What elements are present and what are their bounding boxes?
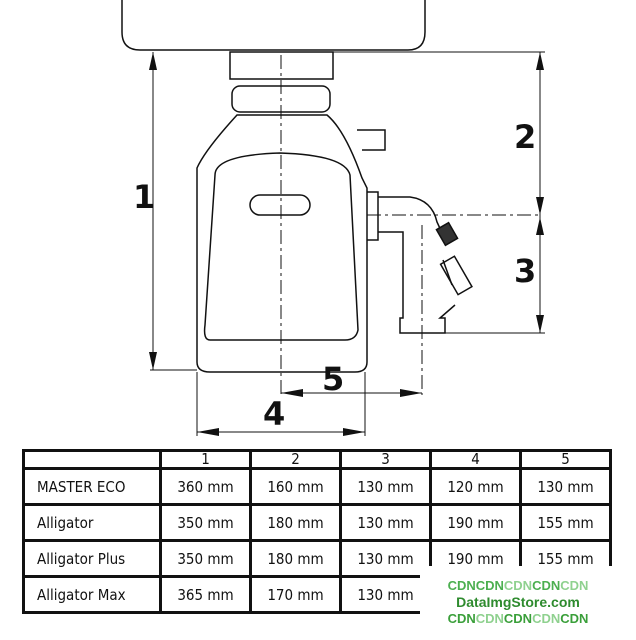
- column-header: 4: [429, 449, 522, 470]
- column-header: 3: [339, 449, 432, 470]
- dimension-lines: [150, 51, 545, 436]
- table-row: MASTER ECO 360 mm 160 mm 130 mm 120 mm 1…: [22, 467, 612, 506]
- outlet-cap: [439, 255, 473, 296]
- watermark-text: CDN: [560, 578, 589, 593]
- disposer-body: [196, 114, 368, 373]
- dimension-label-1: 1: [133, 178, 155, 216]
- cell: 180 mm: [249, 503, 342, 542]
- outlet-elbow: [367, 191, 456, 334]
- cell: 170 mm: [249, 575, 342, 614]
- sink-flange: [229, 51, 334, 80]
- cell: 160 mm: [249, 467, 342, 506]
- cell: 130 mm: [519, 467, 612, 506]
- body-badge: [249, 194, 311, 216]
- column-header: [22, 449, 162, 470]
- watermark-text: CDN: [447, 611, 476, 626]
- cell: 120 mm: [429, 467, 522, 506]
- sink: [121, 0, 426, 51]
- model-name: Alligator Max: [22, 575, 162, 614]
- model-name: Alligator: [22, 503, 162, 542]
- cell: 365 mm: [159, 575, 252, 614]
- body-panel: [203, 152, 359, 341]
- cell: 350 mm: [159, 539, 252, 578]
- dimension-label-4: 4: [263, 395, 285, 433]
- outlet-plug: [435, 221, 459, 247]
- watermark-text: CDN: [475, 611, 504, 626]
- dimension-label-3: 3: [514, 252, 536, 290]
- watermark-text: CDN: [560, 611, 589, 626]
- watermark-line: CDNCDNCDNCDNCDN: [420, 578, 616, 593]
- column-header: 2: [249, 449, 342, 470]
- cell: 190 mm: [429, 503, 522, 542]
- watermark-text: CDN: [532, 578, 561, 593]
- dimension-label-2: 2: [514, 118, 536, 156]
- model-name: MASTER ECO: [22, 467, 162, 506]
- cell: 130 mm: [339, 575, 432, 614]
- watermark-text: CDN: [447, 578, 476, 593]
- watermark-line: CDNCDNCDNCDNCDN: [420, 611, 616, 626]
- column-header: 5: [519, 449, 612, 470]
- watermark-text: CDN: [475, 578, 504, 593]
- watermark: CDNCDNCDNCDNCDN DataImgStore.com CDNCDNC…: [420, 566, 616, 636]
- center-line: [280, 55, 540, 395]
- table-row: Alligator 350 mm 180 mm 130 mm 190 mm 15…: [22, 503, 612, 542]
- column-header: 1: [159, 449, 252, 470]
- cell: 130 mm: [339, 503, 432, 542]
- disposer-diagram: 1 2 3 4 5: [121, 0, 545, 436]
- dimension-label-5: 5: [322, 360, 344, 398]
- arrowheads: [149, 52, 544, 436]
- cell: 130 mm: [339, 539, 432, 578]
- watermark-text: CDN: [532, 611, 561, 626]
- table-header-row: 1 2 3 4 5: [22, 449, 612, 470]
- cell: 180 mm: [249, 539, 342, 578]
- watermark-text: CDN: [503, 611, 533, 626]
- cell: 130 mm: [339, 467, 432, 506]
- cell: 350 mm: [159, 503, 252, 542]
- inlet-nipple: [357, 129, 386, 151]
- cell: 155 mm: [519, 503, 612, 542]
- watermark-site: DataImgStore.com: [456, 594, 580, 610]
- watermark-text: CDN: [503, 578, 533, 593]
- model-name: Alligator Plus: [22, 539, 162, 578]
- cell: 360 mm: [159, 467, 252, 506]
